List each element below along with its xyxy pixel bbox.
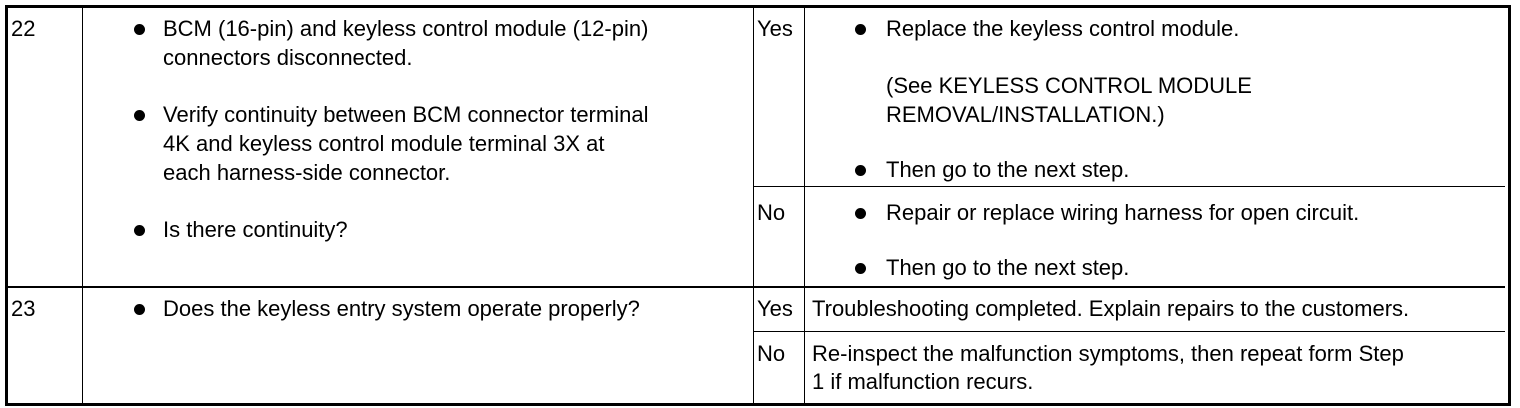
- column-divider-step: [82, 8, 83, 403]
- step-number: 23: [11, 296, 36, 321]
- divider-row23-yes-no: [754, 331, 1505, 332]
- column-divider-result: [804, 8, 805, 403]
- step-number: 22: [11, 16, 36, 41]
- no-action: 1 if malfunction recurs.: [812, 369, 1034, 394]
- yes-label: Yes: [757, 16, 793, 41]
- yes-action: Then go to the next step.: [886, 157, 1130, 182]
- bullet-icon: [855, 165, 866, 176]
- bullet-icon: [855, 24, 866, 35]
- troubleshooting-table: 22 BCM (16-pin) and keyless control modu…: [5, 5, 1511, 406]
- bullet-icon: [855, 208, 866, 219]
- divider-row22-yes-no: [754, 186, 1505, 187]
- bullet-icon: [134, 304, 145, 315]
- yes-note: REMOVAL/INSTALLATION.): [886, 102, 1165, 127]
- bullet-icon: [134, 225, 145, 236]
- column-divider-question: [753, 8, 754, 403]
- question-line: BCM (16-pin) and keyless control module …: [163, 16, 649, 41]
- yes-action: Troubleshooting completed. Explain repai…: [812, 296, 1410, 321]
- no-action: Repair or replace wiring harness for ope…: [886, 200, 1360, 225]
- question-line: Does the keyless entry system operate pr…: [163, 296, 640, 321]
- no-action: Then go to the next step.: [886, 255, 1130, 280]
- question-line: each harness-side connector.: [163, 160, 451, 185]
- question-line: Verify continuity between BCM connector …: [163, 102, 649, 127]
- bullet-icon: [134, 24, 145, 35]
- bullet-icon: [855, 263, 866, 274]
- no-label: No: [757, 200, 786, 225]
- no-action: Re-inspect the malfunction symptoms, the…: [812, 341, 1404, 366]
- no-label: No: [757, 341, 786, 366]
- yes-action: Replace the keyless control module.: [886, 16, 1240, 41]
- bullet-icon: [134, 110, 145, 121]
- divider-row22-row23: [8, 286, 1505, 288]
- yes-note: (See KEYLESS CONTROL MODULE: [886, 73, 1252, 98]
- question-line: Is there continuity?: [163, 217, 348, 242]
- question-line: 4K and keyless control module terminal 3…: [163, 131, 605, 156]
- question-line: connectors disconnected.: [163, 45, 413, 70]
- yes-label: Yes: [757, 296, 793, 321]
